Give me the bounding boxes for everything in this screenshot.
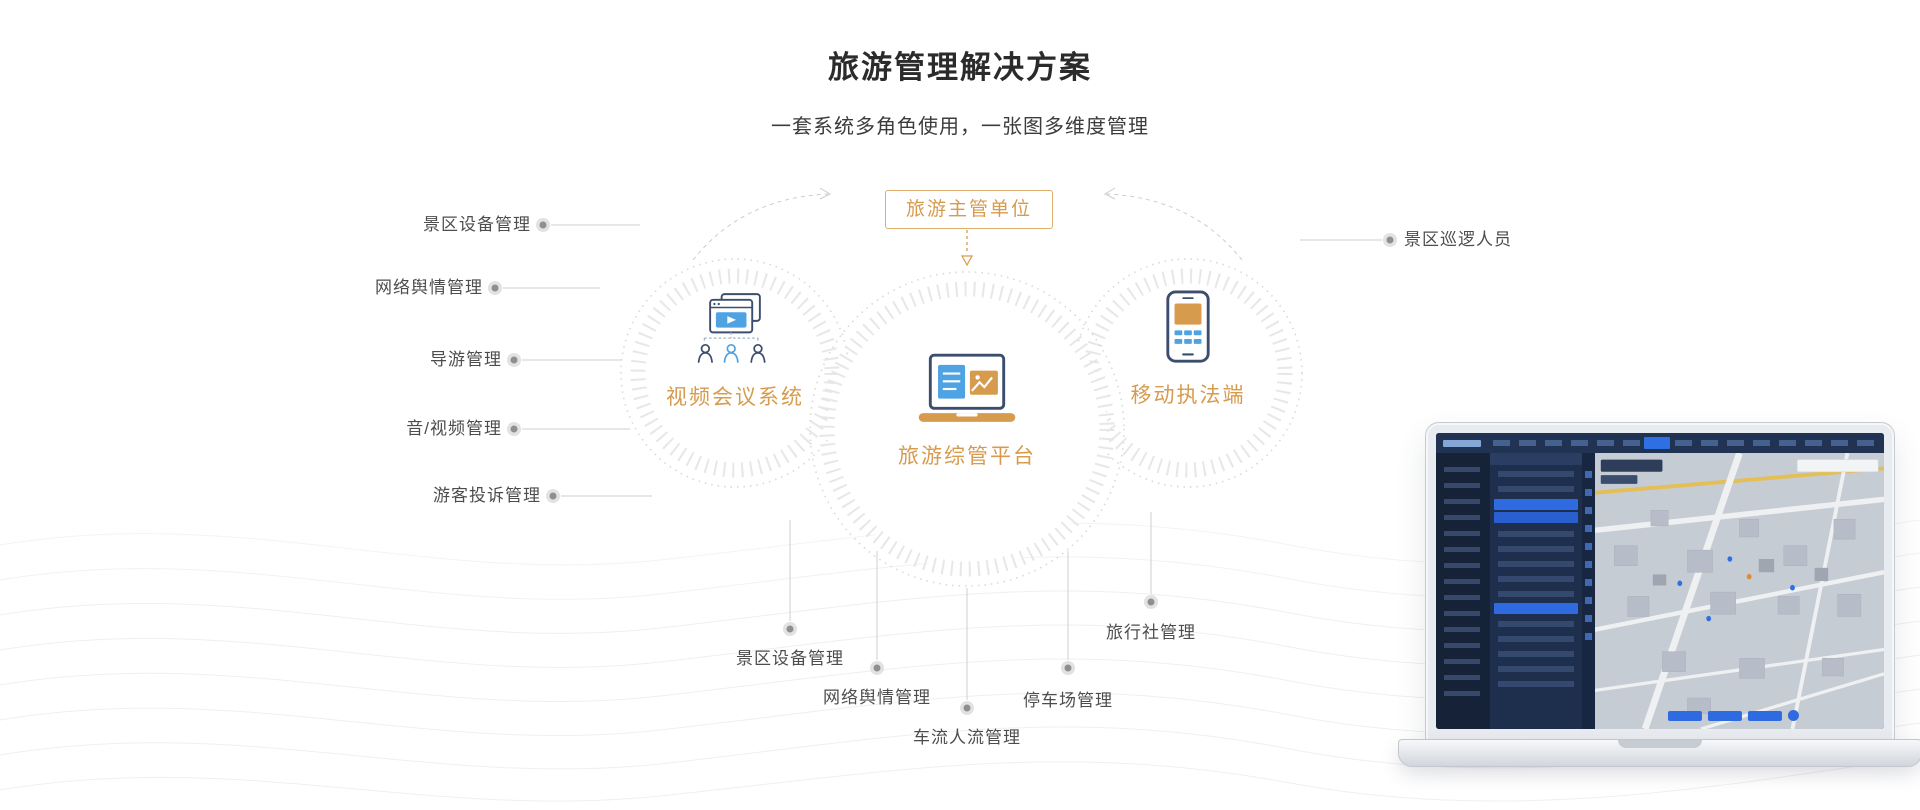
callout-bottom-1: 景区设备管理 xyxy=(736,649,844,668)
panel-selected-row xyxy=(1494,499,1578,510)
panel-header xyxy=(1490,453,1582,465)
dashboard-icon-column xyxy=(1582,453,1595,729)
dashboard-map xyxy=(1595,453,1884,729)
map-3d-view xyxy=(1595,453,1884,729)
ring-platform xyxy=(809,271,1125,587)
map-toolbar-round-button xyxy=(1787,710,1799,721)
callout-left-5: 游客投诉管理 xyxy=(433,486,541,505)
dashboard-sidebar xyxy=(1436,453,1490,729)
map-toolbar xyxy=(1667,710,1799,721)
map-toolbar-button xyxy=(1667,710,1702,721)
platform-laptop-icon xyxy=(918,353,1016,422)
node-video-conference: 视频会议系统 xyxy=(625,292,845,411)
page-title: 旅游管理解决方案 xyxy=(828,50,1092,85)
map-toolbar-button xyxy=(1707,710,1742,721)
callout-left-3: 导游管理 xyxy=(430,350,502,369)
dashboard-logo xyxy=(1443,439,1481,447)
map-toolbar-button xyxy=(1747,710,1782,721)
connector-dot xyxy=(488,218,1397,715)
laptop-notch xyxy=(1618,740,1702,748)
callout-left-2: 网络舆情管理 xyxy=(375,278,483,297)
callout-bottom-4: 停车场管理 xyxy=(1023,691,1113,710)
dashboard-screen xyxy=(1436,433,1884,729)
node-mobile-terminal: 移动执法端 xyxy=(1078,290,1298,409)
down-arrow-icon xyxy=(960,230,974,267)
node-label-video-conference: 视频会议系统 xyxy=(666,386,804,409)
dashboard-nav-tabs xyxy=(1493,440,1874,446)
callout-bottom-3: 车流人流管理 xyxy=(913,728,1021,747)
dashboard-active-tab xyxy=(1644,437,1670,449)
callout-left-4: 音/视频管理 xyxy=(406,419,502,438)
node-label-platform: 旅游综管平台 xyxy=(898,445,1036,468)
dashboard-body xyxy=(1436,453,1884,729)
dashboard-list-panel xyxy=(1490,453,1582,729)
dashed-arc xyxy=(692,193,1243,261)
node-label-mobile-terminal: 移动执法端 xyxy=(1130,384,1246,407)
dashboard-topbar xyxy=(1436,433,1884,453)
laptop-base xyxy=(1398,739,1920,767)
video-conference-icon xyxy=(697,293,766,363)
mobile-terminal-icon xyxy=(1166,290,1210,363)
laptop-mockup xyxy=(1398,422,1920,770)
panel-selected-row xyxy=(1494,603,1578,614)
callout-left-1: 景区设备管理 xyxy=(423,215,531,234)
laptop-screen-frame xyxy=(1425,422,1895,742)
authority-box: 旅游主管单位 xyxy=(885,190,1053,229)
callout-bottom-2: 网络舆情管理 xyxy=(823,688,931,707)
node-platform: 旅游综管平台 xyxy=(837,352,1097,470)
callout-right-2: 旅行社管理 xyxy=(1106,623,1196,642)
callout-right-1: 景区巡逻人员 xyxy=(1404,230,1512,249)
page-subtitle: 一套系统多角色使用，一张图多维度管理 xyxy=(771,116,1149,138)
panel-selected-row xyxy=(1494,512,1578,523)
